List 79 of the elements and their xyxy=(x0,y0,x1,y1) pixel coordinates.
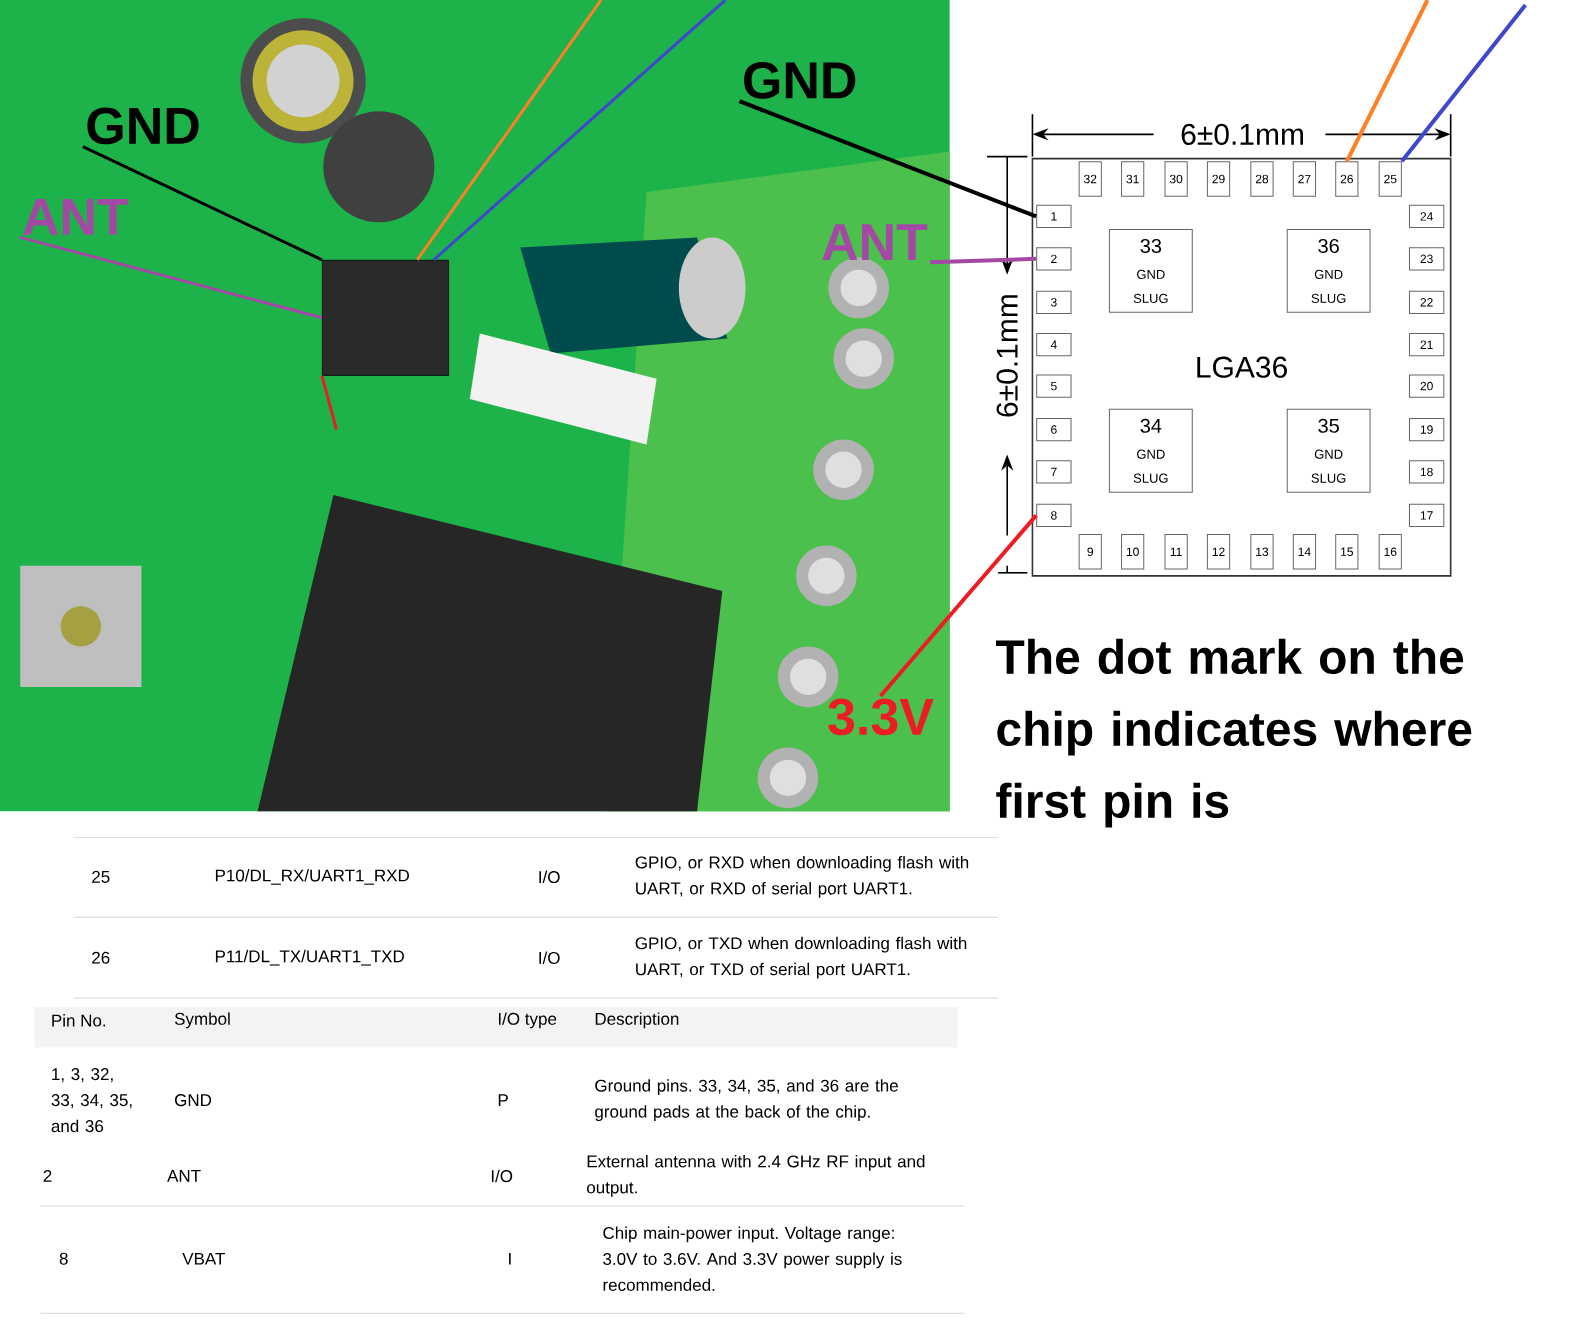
table-cell: External antenna with 2.4 GHz RF input and output. xyxy=(587,1155,925,1198)
leader-line xyxy=(1345,0,1430,163)
ground-pad: 34 GND SLUG xyxy=(1108,409,1193,493)
leader-line xyxy=(416,0,603,261)
pin-pad: 29 xyxy=(1206,161,1231,197)
table-cell: P10/DL_RX/UART1_RXD xyxy=(215,869,409,885)
leader-line xyxy=(432,0,727,262)
table-cell: P xyxy=(498,1094,508,1107)
table-cell: I xyxy=(509,1253,511,1265)
table-cell: GPIO, or TXD when downloading flash with UART, or TXD of serial port UART1. xyxy=(635,937,967,979)
callout-label: ANT xyxy=(23,199,129,235)
callout-label: ANT xyxy=(822,224,928,261)
pin-pad: 15 xyxy=(1335,534,1359,570)
pin-pad: 9 xyxy=(1078,534,1102,570)
pin-pad: 24 xyxy=(1408,205,1445,229)
column-header: Symbol xyxy=(174,1012,230,1029)
pin-pad: 5 xyxy=(1036,374,1072,398)
table-cell: GPIO, or RXD when downloading flash with UART, or RXD of serial port UART1. xyxy=(635,856,969,898)
leader-line xyxy=(19,235,323,320)
pin-pad: 30 xyxy=(1164,161,1188,197)
table-cell: P11/DL_TX/UART1_TXD xyxy=(215,950,404,966)
leader-line xyxy=(930,257,1037,265)
dimension-label: 6±0.1mm xyxy=(994,291,1020,421)
pin-pad: 1 xyxy=(1036,205,1072,229)
pin-pad: 13 xyxy=(1250,534,1274,570)
table-cell: GND xyxy=(175,1094,212,1107)
ground-pad: 36 GND SLUG xyxy=(1286,229,1371,314)
pin-pad: 23 xyxy=(1408,247,1445,271)
table-cell: 2 xyxy=(43,1170,52,1183)
chip xyxy=(321,260,450,377)
pin-pad: 3 xyxy=(1036,290,1072,315)
pin-pad: 27 xyxy=(1292,161,1316,197)
pin-pad: 2 xyxy=(1036,247,1072,271)
leader-line xyxy=(1400,4,1527,163)
table-cell: I/O xyxy=(491,1169,513,1183)
pin-pad: 22 xyxy=(1408,290,1445,315)
dimension-label: 6±0.1mm xyxy=(1178,122,1307,148)
pin-pad: 21 xyxy=(1408,333,1445,357)
pin-pad: 28 xyxy=(1250,161,1274,197)
pin-pad: 19 xyxy=(1408,418,1445,442)
column-header: Pin No. xyxy=(52,1014,106,1027)
pin-pad: 26 xyxy=(1335,161,1359,197)
leader-line xyxy=(82,145,323,262)
pin-pad: 8 xyxy=(1036,504,1072,528)
pin-pad: 10 xyxy=(1121,534,1145,570)
pin-pad: 12 xyxy=(1206,534,1231,570)
ground-pad: 33 GND SLUG xyxy=(1108,229,1193,314)
table-cell: Chip main-power input. Voltage range: 3.0V to 3.6V. And 3.3V power supply is recommended. xyxy=(603,1226,902,1292)
table-cell: I/O xyxy=(539,951,560,965)
table-cell: Ground pins. 33, 34, 35, and 36 are the ground pads at the back of the chip. xyxy=(595,1079,898,1122)
pin-pad: 6 xyxy=(1036,418,1072,442)
table-cell: 1, 3, 32, 33, 34, 35, and 36 xyxy=(51,1068,132,1133)
callout-label: 3.3V xyxy=(828,698,934,736)
leader-line xyxy=(320,375,338,430)
leader-line xyxy=(879,514,1038,698)
pin-pad: 7 xyxy=(1036,460,1072,484)
callout-label: GND xyxy=(744,62,856,100)
table-cell: 26 xyxy=(92,951,110,964)
pin-pad: 31 xyxy=(1121,161,1145,197)
table-cell: ANT xyxy=(167,1170,201,1182)
pin-pad: 16 xyxy=(1378,534,1402,570)
pin-pad: 20 xyxy=(1408,374,1445,398)
leader-line xyxy=(738,99,1037,219)
pin-pad: 11 xyxy=(1164,534,1188,570)
pin-pad: 32 xyxy=(1078,161,1102,197)
table-cell: VBAT xyxy=(182,1253,225,1265)
pin-pad: 14 xyxy=(1292,534,1316,570)
note-text: The dot mark on the chip indicates where first pin is xyxy=(996,639,1472,828)
pin-pad: 17 xyxy=(1408,504,1445,528)
callout-label: GND xyxy=(87,107,199,145)
table-cell: 8 xyxy=(59,1252,68,1265)
column-header: Description xyxy=(595,1012,679,1029)
pin-pad: 4 xyxy=(1036,333,1072,357)
ground-pad: 35 GND SLUG xyxy=(1286,409,1371,493)
column-header: I/O type xyxy=(499,1012,557,1029)
table-cell: 25 xyxy=(92,871,110,884)
table-cell: I/O xyxy=(539,870,560,884)
pin-pad: 18 xyxy=(1408,460,1445,484)
pin-pad: 25 xyxy=(1378,161,1402,197)
